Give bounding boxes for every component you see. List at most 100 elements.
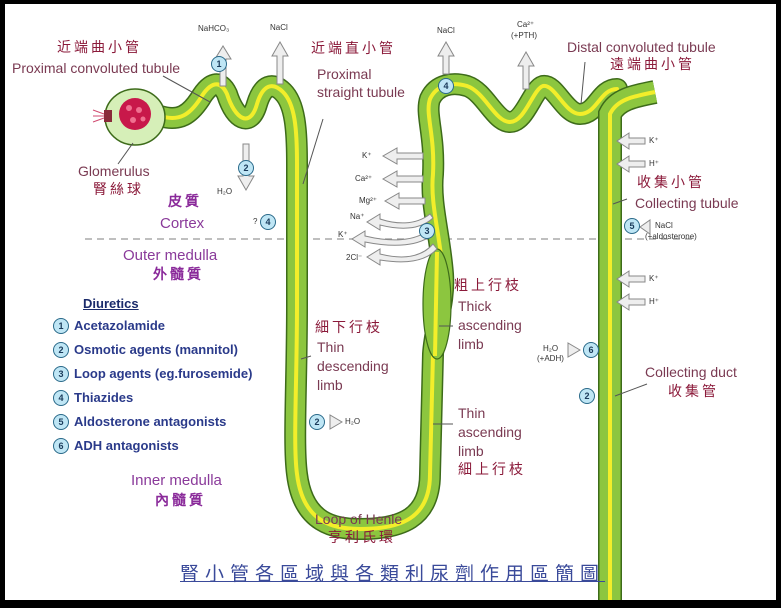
collecting-duct-tube [598,80,658,600]
arrow-ct-nacl [639,219,651,235]
label-pst-en2: straight tubule [317,84,405,100]
label-tdl-cn: 細下行枝 [315,320,383,336]
legend-item: 5 Aldosterone antagonists [53,414,226,430]
ion-ca-dct: Ca²⁺ [517,20,535,29]
zone-outer-medulla-en: Outer medulla [123,247,218,264]
legend-label: Loop agents (eg.furosemide) [74,365,253,381]
badge-aldosterone-ct: 5 [624,218,640,234]
legend-item: 6 ADH antagonists [53,438,179,454]
label-pst-en1: Proximal [317,66,372,82]
label-tdl-en2: descending [317,358,389,374]
arrow-ct-k [616,132,646,150]
glomerulus [92,88,166,146]
ion-ct-nacl: NaCl [655,221,673,230]
diagram-panel: 1 2 4 3 4 5 6 2 2 NaHCO₃ NaCl H₂O NaCl C… [5,4,776,600]
nephron-tubule [149,73,628,541]
label-loop-en: Loop of Henle [315,511,403,527]
ion-tal-k2: K⁺ [338,230,348,239]
nephron-drawing [85,40,695,600]
arrow-tal-ca [381,170,424,188]
arrow-tal-cl [366,243,438,266]
legend-item: 2 Osmotic agents (mannitol) [53,342,238,358]
ion-nahco3: NaHCO₃ [198,24,230,33]
arrow-tal-k2 [351,228,434,248]
ion-ct-aldosterone: (+aldosterone) [645,232,697,241]
ion-cd-adh: (+ADH) [537,354,564,363]
label-tal-en3: limb [458,336,484,352]
zone-inner-medulla-en: Inner medulla [131,472,222,489]
ion-tal-ca: Ca²⁺ [355,174,373,183]
arrow-nacl-pct [271,40,289,85]
label-tal-en2: ascending [458,317,522,333]
ion-cd-h2o: H₂O [543,344,559,353]
legend-item: 4 Thiazides [53,390,133,406]
badge-adh-cd: 6 [583,342,599,358]
pointer-lines [117,61,648,425]
label-loop-cn: 亨利氏環 [328,530,396,546]
badge-acetazolamide-pct: 1 [211,56,227,72]
ion-tal-cl: 2Cl⁻ [346,253,363,262]
arrow-cd-h2o [567,342,581,358]
legend-title: Diuretics [83,296,139,311]
legend-badge: 5 [53,414,69,430]
label-tal-en1: Thick [458,298,492,314]
ion-nacl-pct: NaCl [270,23,288,32]
label-tdl-en3: limb [317,377,343,393]
ion-tal-na: Na⁺ [350,212,365,221]
ion-cd-k: K⁺ [649,274,659,283]
label-thin-asc-en3: limb [458,443,484,459]
zone-cortex-en: Cortex [160,215,205,232]
label-pct-cn: 近端曲小管 [57,40,142,56]
legend-badge: 2 [53,342,69,358]
zone-cortex-cn: 皮質 [168,194,202,210]
label-cd-cn: 收集管 [668,384,719,400]
arrow-ct-h [616,155,646,173]
ion-tal-k: K⁺ [362,151,372,160]
label-tdl-en1: Thin [317,339,345,355]
ion-tdl-h2o: H₂O [345,417,361,426]
label-pst-cn: 近端直小管 [311,41,396,57]
arrow-cd-k [616,270,646,288]
figure-caption: 腎小管各區域與各類利尿劑作用區簡圖 [180,563,606,585]
label-dct-en: Distal convoluted tubule [567,39,716,55]
ion-ct-k: K⁺ [649,136,659,145]
ion-question: ? [253,217,258,226]
arrow-tal-mg [383,192,426,210]
badge-osmotic-pct: 2 [238,160,254,176]
ion-ct-h: H⁺ [649,159,659,168]
legend-label: Osmotic agents (mannitol) [74,341,238,357]
label-glomerulus-en: Glomerulus [78,163,150,179]
badge-osmotic-cd: 2 [579,388,595,404]
label-glomerulus-cn: 腎絲球 [93,182,144,198]
arrow-cd-h [616,293,646,311]
legend-label: ADH antagonists [74,437,179,453]
legend-label: Aldosterone antagonists [74,413,227,429]
badge-osmotic-tdl: 2 [309,414,325,430]
label-ct-cn: 收集小管 [637,175,705,191]
ion-h2o-pct: H₂O [217,187,233,196]
legend-label: Acetazolamide [74,317,166,333]
ion-tal-mg: Mg²⁺ [359,196,377,205]
arrow-tdl-h2o [329,414,343,430]
label-ct-en: Collecting tubule [635,195,739,211]
label-cd-en: Collecting duct [645,364,737,380]
badge-thiazide-dct: 4 [438,78,454,94]
arrow-nacl-dct [437,40,455,75]
label-thin-asc-cn: 細上行枝 [458,462,526,478]
ion-cd-h: H⁺ [649,297,659,306]
arrow-ca-dct [517,50,535,90]
badge-loop-tal: 3 [419,223,435,239]
label-dct-cn: 遠端曲小管 [610,57,695,73]
legend-badge: 3 [53,366,69,382]
arrow-tal-k [381,147,424,165]
label-thin-asc-en2: ascending [458,424,522,440]
legend-item: 1 Acetazolamide [53,318,165,334]
label-pct-en: Proximal convoluted tubule [12,60,181,76]
label-thin-asc-en1: Thin [458,405,486,421]
ion-pth: (+PTH) [511,31,537,40]
legend-badge: 1 [53,318,69,334]
legend-badge: 4 [53,390,69,406]
legend-label: Thiazides [74,389,134,405]
legend-badge: 6 [53,438,69,454]
